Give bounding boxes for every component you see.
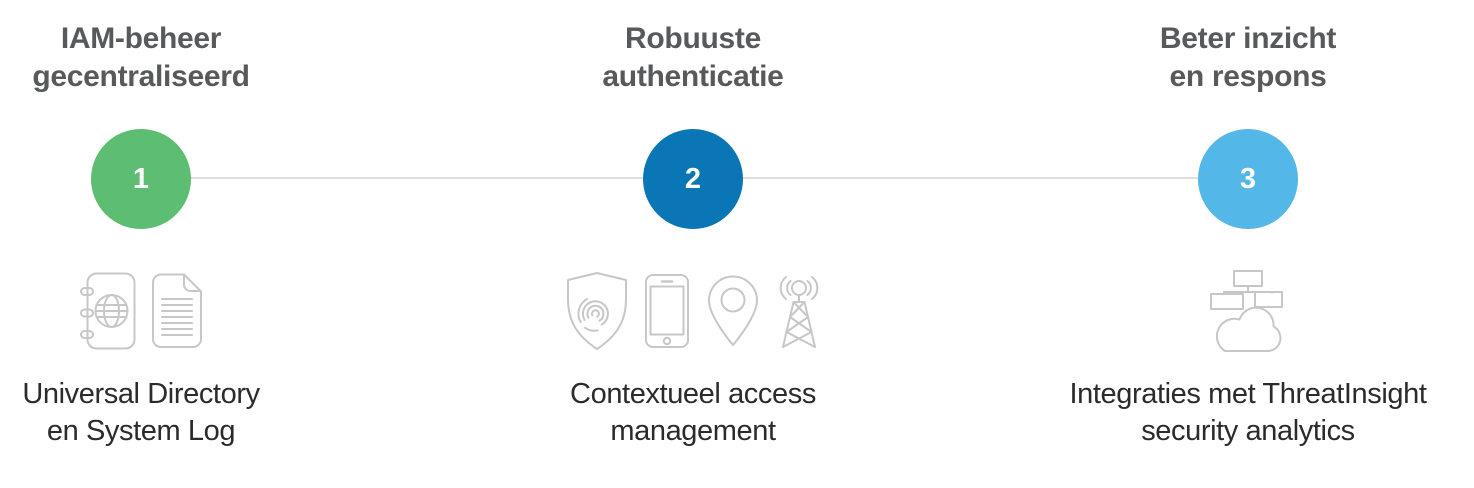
- step-2-icons: [463, 268, 923, 354]
- step-3-column: Beter inzicht en respons 3 Integraties m…: [1018, 0, 1474, 488]
- directory-book-icon: [79, 272, 135, 350]
- smartphone-icon: [644, 274, 689, 348]
- step-3-number: 3: [1239, 162, 1257, 195]
- radio-tower-icon: [779, 276, 818, 348]
- step-2-caption-line2: management: [610, 415, 776, 447]
- step-2-title: Robuuste authenticatie: [463, 20, 923, 96]
- step-3-caption: Integraties met ThreatInsight security a…: [1018, 376, 1474, 450]
- step-1-title-line1: IAM-beheer: [60, 22, 222, 55]
- step-2-caption-line1: Contextueel access: [570, 378, 816, 410]
- step-3-caption-line2: security analytics: [1141, 415, 1355, 447]
- step-1-caption-line2: en System Log: [46, 415, 236, 447]
- step-3-icons: [1018, 268, 1474, 354]
- step-1-column: IAM-beheer gecentraliseerd 1: [0, 0, 371, 488]
- step-3-title-line2: en respons: [1169, 60, 1327, 93]
- step-1-title: IAM-beheer gecentraliseerd: [0, 20, 371, 96]
- fingerprint-shield-icon: [566, 272, 627, 350]
- step-2-caption: Contextueel access management: [463, 376, 923, 450]
- step-3-title-line1: Beter inzicht: [1159, 22, 1337, 55]
- step-1-caption-line1: Universal Directory: [22, 378, 260, 410]
- step-1-circle: 1: [91, 129, 191, 229]
- step-3-title: Beter inzicht en respons: [1018, 20, 1474, 96]
- step-2-column: Robuuste authenticatie 2: [463, 0, 923, 488]
- step-2-number: 2: [684, 162, 702, 195]
- step-1-caption: Universal Directory en System Log: [0, 376, 371, 450]
- step-2-title-line2: authenticatie: [602, 60, 784, 93]
- cloud-network-icon: [1210, 270, 1283, 352]
- step-1-icons: [0, 268, 371, 354]
- step-3-circle: 3: [1198, 129, 1298, 229]
- step-2-title-line1: Robuuste: [625, 22, 761, 55]
- step-1-number: 1: [132, 162, 150, 195]
- step-3-caption-line1: Integraties met ThreatInsight: [1069, 378, 1427, 410]
- location-pin-icon: [707, 275, 758, 346]
- log-document-icon: [151, 273, 202, 348]
- step-2-circle: 2: [643, 129, 743, 229]
- step-1-title-line2: gecentraliseerd: [32, 60, 250, 93]
